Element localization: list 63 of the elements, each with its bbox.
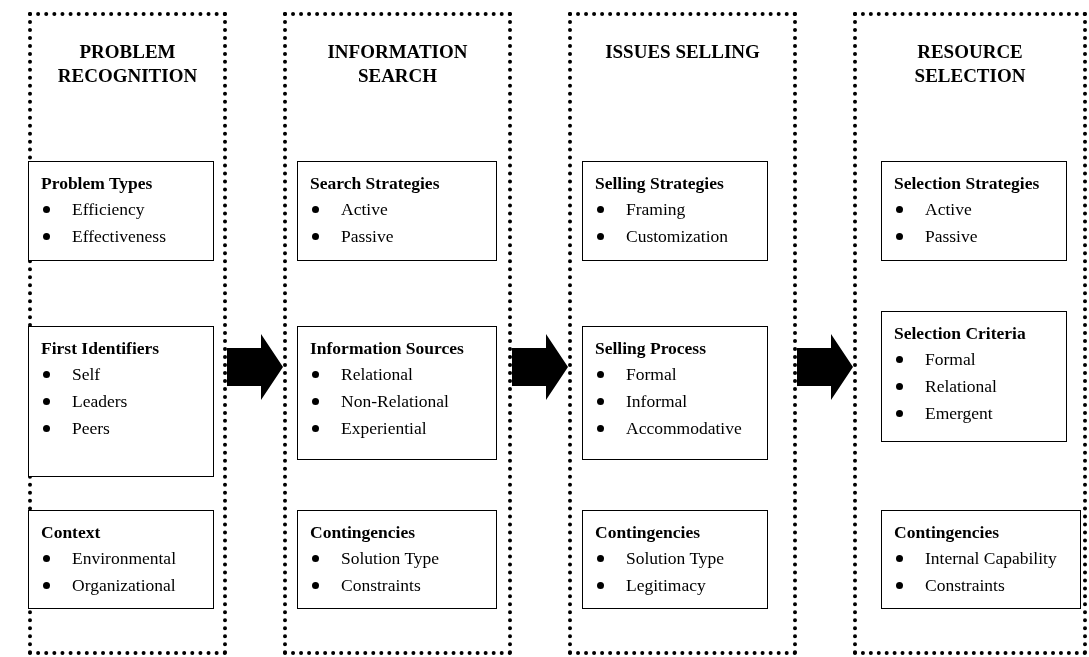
stage-panel (853, 12, 1087, 655)
list-item: Solution Type (626, 548, 725, 569)
category-box (297, 161, 497, 261)
stage-title: INFORMATION SEARCH (326, 40, 469, 88)
stage-title: ISSUES SELLING (604, 40, 761, 64)
block-arrow (512, 334, 568, 400)
box-heading: Selection Strategies (894, 172, 1041, 195)
list-item: Passive (341, 226, 394, 247)
category-box (28, 510, 214, 609)
box-heading: Information Sources (310, 337, 465, 360)
list-item: Active (925, 199, 972, 220)
box-heading: First Identifiers (41, 337, 161, 360)
stage-panel (568, 12, 797, 655)
stage-panel (28, 12, 227, 655)
category-box (297, 510, 497, 609)
list-item: Formal (626, 364, 677, 385)
category-box (297, 326, 497, 460)
list-item: Leaders (72, 391, 128, 412)
box-heading: Context (41, 521, 102, 544)
box-heading: Selling Strategies (595, 172, 725, 195)
list-item: Constraints (341, 575, 421, 596)
category-box (28, 161, 214, 261)
list-item: Environmental (72, 548, 176, 569)
category-box (881, 510, 1081, 609)
list-item: Relational (925, 376, 997, 397)
list-item: Experiential (341, 418, 427, 439)
category-box (582, 161, 768, 261)
category-box (881, 311, 1067, 442)
list-item: Non-Relational (341, 391, 449, 412)
list-item: Relational (341, 364, 413, 385)
list-item: Self (72, 364, 101, 385)
stage-title: PROBLEM RECOGNITION (56, 40, 199, 88)
category-box (582, 326, 768, 460)
box-heading: Selling Process (595, 337, 707, 360)
category-box (582, 510, 768, 609)
list-item: Organizational (72, 575, 176, 596)
box-heading: Contingencies (595, 521, 701, 544)
list-item: Active (341, 199, 388, 220)
list-item: Constraints (925, 575, 1005, 596)
block-arrow (227, 334, 283, 400)
list-item: Accommodative (626, 418, 742, 439)
block-arrow (797, 334, 853, 400)
box-heading: Problem Types (41, 172, 154, 195)
category-box (28, 326, 214, 477)
box-heading: Contingencies (310, 521, 416, 544)
list-item: Legitimacy (626, 575, 706, 596)
list-item: Peers (72, 418, 110, 439)
list-item: Formal (925, 349, 976, 370)
box-heading: Selection Criteria (894, 322, 1027, 345)
list-item: Effectiveness (72, 226, 166, 247)
list-item: Framing (626, 199, 686, 220)
stage-panel (283, 12, 512, 655)
box-heading: Search Strategies (310, 172, 441, 195)
list-item: Solution Type (341, 548, 440, 569)
box-heading: Contingencies (894, 521, 1000, 544)
stage-title: RESOURCE SELECTION (913, 40, 1027, 88)
list-item: Internal Capability (925, 548, 1057, 569)
list-item: Customization (626, 226, 729, 247)
list-item: Efficiency (72, 199, 145, 220)
list-item: Passive (925, 226, 978, 247)
list-item: Emergent (925, 403, 993, 424)
category-box (881, 161, 1067, 261)
list-item: Informal (626, 391, 688, 412)
